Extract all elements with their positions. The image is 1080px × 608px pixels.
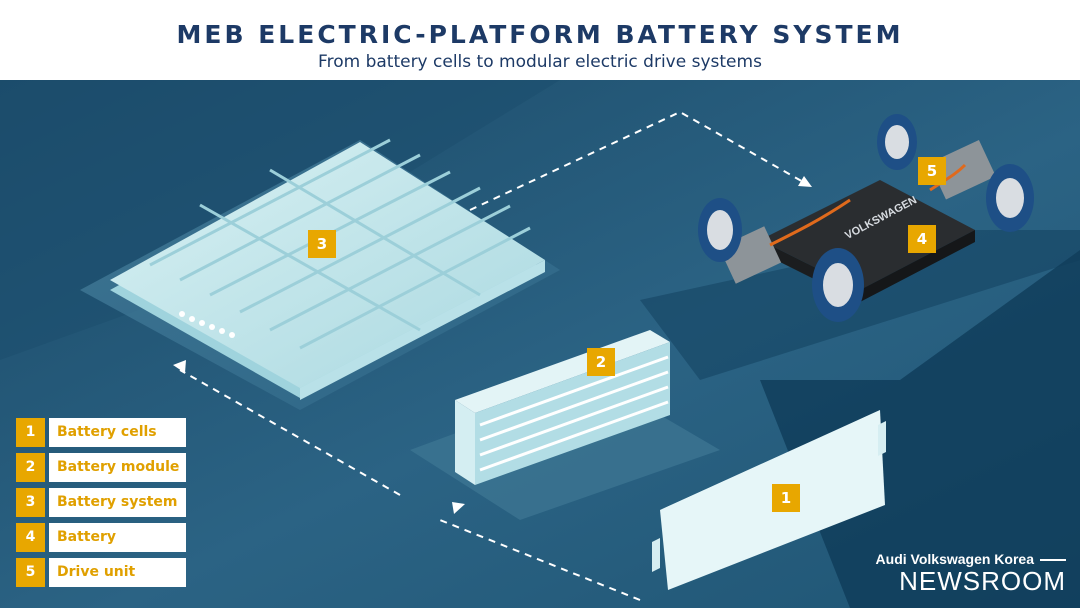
legend-number: 5 xyxy=(16,558,45,587)
hv-cable-rear xyxy=(929,163,967,192)
battery-system-ribs xyxy=(149,138,531,350)
flow-arrows xyxy=(179,110,806,601)
legend-label: Battery cells xyxy=(49,418,186,447)
module-front xyxy=(475,342,670,485)
legend-item: 3 Battery system xyxy=(16,488,186,517)
module-side xyxy=(455,400,475,485)
cell-tab-right xyxy=(878,421,886,456)
arrow-head-battery xyxy=(798,176,812,187)
legend-label: Battery xyxy=(49,523,186,552)
wheels xyxy=(698,114,1034,322)
arrow-heads xyxy=(173,176,812,514)
module-cell-lines xyxy=(479,355,669,472)
legend-label: Battery module xyxy=(49,453,186,482)
chassis-pack-edge-right xyxy=(860,230,975,302)
diagram-stage: VOLKSWAGEN xyxy=(0,80,1080,608)
chassis-battery-pack xyxy=(760,180,975,290)
arrow-cell-to-module xyxy=(439,519,641,601)
legend-number: 1 xyxy=(16,418,45,447)
arrow-module-to-system xyxy=(179,369,401,496)
legend-number: 4 xyxy=(16,523,45,552)
battery-system-top xyxy=(110,142,545,388)
legend-number: 3 xyxy=(16,488,45,517)
diagram-canvas: VOLKSWAGEN xyxy=(0,80,1080,608)
arrow-head-module xyxy=(452,502,465,514)
badge-drive-unit: 5 xyxy=(918,157,946,185)
legend-item: 4 Battery xyxy=(16,523,186,552)
page-subtitle: From battery cells to modular electric d… xyxy=(318,52,762,72)
battery-system-edge xyxy=(300,260,545,400)
legend-label: Battery system xyxy=(49,488,186,517)
hv-cable xyxy=(769,198,851,247)
module-top xyxy=(455,330,670,413)
arrow-system-to-battery xyxy=(469,110,806,211)
legend-item: 2 Battery module xyxy=(16,453,186,482)
badge-battery-cells: 1 xyxy=(772,484,800,512)
cell-tab-left xyxy=(652,538,660,572)
background-shadow xyxy=(640,230,1080,380)
battery-module-illustration xyxy=(455,330,670,485)
battery-system-dots xyxy=(179,311,235,338)
badge-battery: 4 xyxy=(908,225,936,253)
legend-item: 1 Battery cells xyxy=(16,418,186,447)
header: MEB ELECTRIC-PLATFORM BATTERY SYSTEM Fro… xyxy=(0,0,1080,80)
legend-number: 2 xyxy=(16,453,45,482)
brand-name: Audi Volkswagen Korea xyxy=(876,551,1066,567)
legend-label: Drive unit xyxy=(49,558,186,587)
battery-system-illustration xyxy=(110,138,545,400)
chassis-illustration: VOLKSWAGEN xyxy=(698,114,1034,322)
badge-battery-module: 2 xyxy=(587,348,615,376)
arrow-head-system xyxy=(173,360,186,373)
brand-watermark: Audi Volkswagen Korea NEWSROOM xyxy=(876,551,1066,595)
brand-newsroom: NEWSROOM xyxy=(899,566,1066,596)
page-title: MEB ELECTRIC-PLATFORM BATTERY SYSTEM xyxy=(176,20,904,49)
legend: 1 Battery cells 2 Battery module 3 Batte… xyxy=(16,418,186,593)
badge-battery-system: 3 xyxy=(308,230,336,258)
legend-item: 5 Drive unit xyxy=(16,558,186,587)
